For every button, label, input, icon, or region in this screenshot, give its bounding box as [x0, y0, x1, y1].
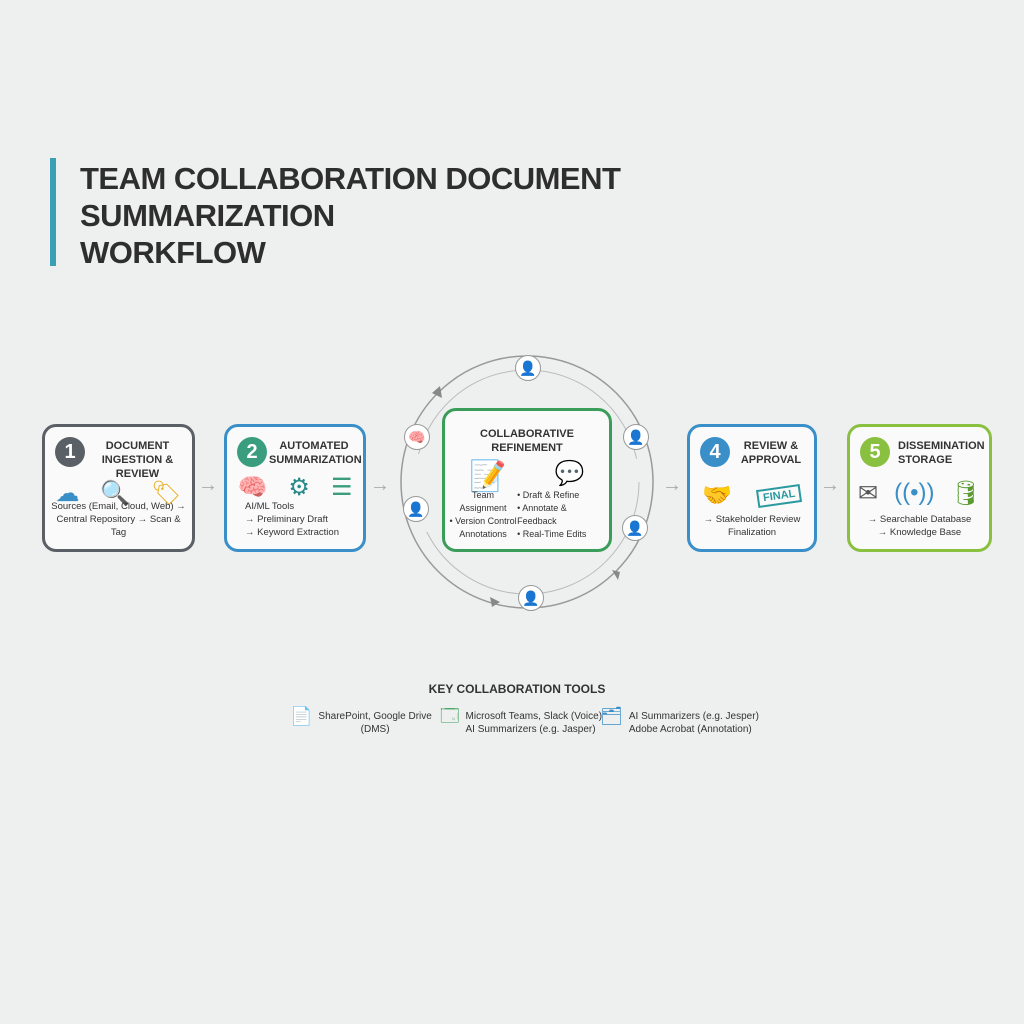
chat-bubbles-icon: 💬	[554, 460, 585, 487]
step-desc: Finalization	[727, 527, 777, 538]
arrow-right-icon: →	[370, 474, 390, 496]
step-desc: • Real-Time Edits	[517, 529, 587, 539]
step-desc: Central Repository → Scan & Tag	[56, 514, 181, 538]
tool-label: Microsoft Teams, Slack (Voice)	[465, 711, 603, 722]
step-number: 1	[55, 437, 85, 467]
final-stamp: FINAL	[756, 483, 803, 508]
chat-app-icon: 🗔	[440, 706, 460, 726]
arrow-right-icon: →	[198, 474, 218, 496]
cycle-arrowhead	[490, 597, 500, 607]
team-member-avatar: 👤	[515, 355, 541, 381]
tool-label: AI Summarizers (e.g. Jesper)	[628, 711, 759, 722]
step-desc: Annotations	[459, 529, 507, 539]
tool-label: SharePoint, Google Drive	[318, 711, 432, 722]
step-desc: • Annotate & Feedback	[517, 503, 567, 526]
document-edit-icon: 📝	[469, 460, 507, 493]
step-title: DISSEMINATION STORAGE	[898, 440, 985, 466]
step-5-card: 5 DISSEMINATION STORAGE ✉ ((•)) 🛢 → Search…	[847, 424, 992, 552]
step-desc: → Searchable Database	[867, 514, 972, 525]
team-member-avatar: 👤	[518, 585, 544, 611]
team-member-avatar: 👤	[403, 496, 429, 522]
step-desc: AI/ML Tools	[245, 501, 295, 512]
title-line: TEAM COLLABORATION DOCUMENT	[80, 161, 621, 196]
team-member-avatar: 👤	[623, 424, 649, 450]
page-title: TEAM COLLABORATION DOCUMENT SUMMARIZATIO…	[80, 160, 621, 271]
gear-icon: ⚙	[288, 474, 310, 501]
step-desc: → Keyword Extraction	[245, 527, 339, 538]
step-desc: → Stakeholder Review	[703, 514, 801, 525]
search-icon: 🔍	[100, 480, 131, 507]
step-desc: • Version Control	[449, 516, 517, 526]
cycle-arrowhead	[612, 570, 620, 580]
step-number: 4	[700, 437, 730, 467]
list-icon: ☰	[330, 474, 353, 501]
tool-item: 🗔 Microsoft Teams, Slack (Voice) AI Summar…	[440, 706, 603, 736]
step-title: AUTOMATED SUMMARIZATION	[269, 440, 362, 466]
arrow-right-icon: →	[820, 474, 840, 496]
step-1-card: 1 DOCUMENT INGESTION & REVIEW ☁ 🔍 🏷 Source…	[42, 424, 195, 552]
step-title: REVIEW & APPROVAL	[740, 440, 802, 466]
database-icon: 🛢	[950, 480, 981, 507]
cycle-arrowhead	[432, 386, 442, 398]
step-4-card: 4 REVIEW & APPROVAL 🤝 FINAL → Stakeholder…	[687, 424, 817, 552]
step-number: 2	[237, 437, 267, 467]
step-desc: → Preliminary Draft	[245, 514, 328, 525]
step-desc: → Knowledge Base	[877, 527, 962, 538]
tag-icon: 🏷	[151, 480, 182, 507]
broadcast-icon: ((•))	[894, 479, 935, 506]
email-icon: ✉	[858, 480, 879, 507]
step-title: COLLABORATIVE REFINEMENT	[480, 428, 574, 454]
tools-heading: KEY COLLABORATION TOOLS	[428, 682, 606, 696]
step-number: 5	[860, 437, 890, 467]
step-title: DOCUMENT INGESTION & REVIEW	[101, 440, 174, 480]
brain-icon: 🧠	[237, 474, 268, 501]
ai-tool-icon: 🗂	[600, 706, 623, 726]
brain-avatar-icon: 🧠	[404, 424, 430, 450]
tool-label: AI Summarizers (e.g. Jasper)	[465, 724, 596, 735]
title-line: WORKFLOW	[80, 235, 266, 270]
handshake-icon: 🤝	[702, 482, 733, 509]
tool-item: 🗂 AI Summarizers (e.g. Jesper) Adobe Acrob…	[600, 706, 759, 736]
cloud-document-icon: ☁	[55, 480, 80, 507]
tool-label: (DMS)	[360, 724, 390, 735]
step-3-card: COLLABORATIVE REFINEMENT 📝 💬 Team Assignm…	[442, 408, 612, 552]
title-accent-bar	[50, 158, 56, 266]
team-member-avatar: 👤	[622, 515, 648, 541]
step-desc: • Draft & Refine	[517, 490, 580, 500]
document-share-icon: 📄	[290, 706, 313, 726]
step-2-card: 2 AUTOMATED SUMMARIZATION 🧠 ⚙ ☰ AI/ML Tool…	[224, 424, 366, 552]
tool-item: 📄 SharePoint, Google Drive (DMS)	[290, 706, 432, 736]
title-line: SUMMARIZATION	[80, 198, 335, 233]
step-desc: Sources (Email, Cloud, Web) →	[51, 501, 186, 512]
arrow-right-icon: →	[662, 474, 682, 496]
step-desc: Team Assignment	[459, 490, 507, 513]
tool-label: Adobe Acrobat (Annotation)	[628, 724, 752, 735]
